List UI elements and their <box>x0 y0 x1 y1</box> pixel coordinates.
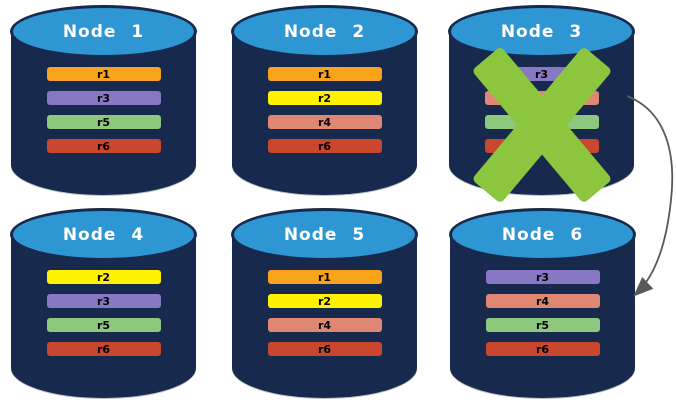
node-label: Node 1 <box>62 21 145 42</box>
replica-bar: r5 <box>46 115 161 129</box>
replica-label: r6 <box>317 342 332 356</box>
replica-bar: r4 <box>267 318 382 332</box>
cylinder-body <box>232 31 417 195</box>
node-label: Node 2 <box>283 21 366 42</box>
replica-bar: r6 <box>485 342 600 356</box>
replica-label: r4 <box>317 318 332 332</box>
replica-bar: r2 <box>267 91 382 105</box>
cylinder-body <box>450 234 635 398</box>
replica-label: r1 <box>96 67 111 81</box>
replica-bar: r6 <box>46 342 161 356</box>
replica-bar: r1 <box>267 67 382 81</box>
cylinder-top: Node 6 <box>449 208 636 261</box>
replica-label: r5 <box>96 318 111 332</box>
replica-bar: r4 <box>485 294 600 308</box>
node-cylinder: Node 2 r1 r2 r4 r6 <box>231 5 418 195</box>
replica-label: r1 <box>317 270 332 284</box>
cylinder-top: Node 4 <box>10 208 197 261</box>
replica-list: r1 r2 r4 r6 <box>231 67 418 153</box>
replica-label: r3 <box>534 67 549 81</box>
node-cylinder: Node 5 r1 r2 r4 r6 <box>231 208 418 398</box>
replica-bar: r3 <box>46 294 161 308</box>
replica-label: r2 <box>317 294 332 308</box>
cylinder-top: Node 3 <box>448 5 635 58</box>
node-cylinder: Node 1 r1 r3 r5 r6 <box>10 5 197 195</box>
replica-label: r4 <box>317 115 332 129</box>
replica-label: r1 <box>317 67 332 81</box>
replica-bar: r1 <box>267 270 382 284</box>
cylinder-body <box>11 234 196 398</box>
cylinder-body <box>232 234 417 398</box>
node-label: Node 5 <box>283 224 366 245</box>
node-cylinder: Node 3r3r4r5r6 <box>448 5 635 204</box>
replica-bar: r3 <box>46 91 161 105</box>
node-label: Node 3 <box>500 21 583 42</box>
replica-bar: r6 <box>267 342 382 356</box>
replica-label: r6 <box>317 139 332 153</box>
replica-bar: r6 <box>46 139 161 153</box>
cylinder-top: Node 5 <box>231 208 418 261</box>
replica-label: r3 <box>535 270 550 284</box>
replica-label: r6 <box>96 342 111 356</box>
node-cylinder: Node 4 r2 r3 r5 r6 <box>10 208 197 398</box>
replica-list: r2 r3 r5 r6 <box>10 270 197 356</box>
replica-bar: r2 <box>267 294 382 308</box>
cylinder-top: Node 1 <box>10 5 197 58</box>
replica-bar: r2 <box>46 270 161 284</box>
replica-label: r2 <box>96 270 111 284</box>
replica-bar: r4 <box>267 115 382 129</box>
replica-label: r2 <box>317 91 332 105</box>
replica-bar: r5 <box>46 318 161 332</box>
cylinder-body <box>11 31 196 195</box>
node-cylinder: Node 6 r3 r4 r5 r6 <box>449 208 636 398</box>
replica-label: r3 <box>96 91 111 105</box>
replica-label: r5 <box>535 318 550 332</box>
replica-bar: r1 <box>46 67 161 81</box>
replica-list: r1 r3 r5 r6 <box>10 67 197 153</box>
replica-list: r3 r4 r5 r6 <box>449 270 636 356</box>
replica-label: r6 <box>96 139 111 153</box>
node-label: Node 6 <box>501 224 584 245</box>
replica-bar: r5 <box>485 318 600 332</box>
replica-bar: r3 <box>485 270 600 284</box>
node-label: Node 4 <box>62 224 145 245</box>
replica-label: r3 <box>96 294 111 308</box>
cylinder-top: Node 2 <box>231 5 418 58</box>
replica-label: r6 <box>535 342 550 356</box>
replica-bar: r6 <box>267 139 382 153</box>
replica-label: r5 <box>96 115 111 129</box>
replica-list: r1 r2 r4 r6 <box>231 270 418 356</box>
replica-label: r4 <box>535 294 550 308</box>
